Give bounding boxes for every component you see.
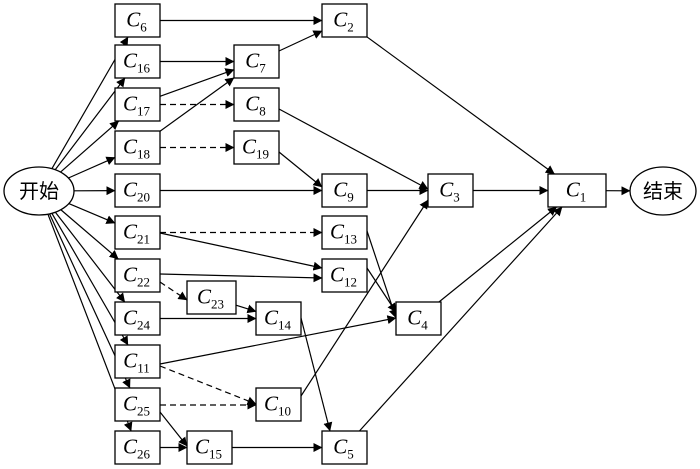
- node-c21-label: C21: [123, 220, 150, 247]
- node-c20-label: C20: [123, 178, 150, 205]
- edge-c19-to-c9: [278, 151, 323, 188]
- node-c12-label: C12: [330, 263, 357, 290]
- edge-c8-to-c3: [278, 108, 429, 190]
- node-c15-label: C15: [195, 435, 222, 462]
- edge-c22-to-c23: [159, 281, 188, 301]
- edge-c2-to-c1: [366, 36, 555, 175]
- node-c19: C19: [233, 130, 280, 165]
- edge-c18-to-c7: [159, 77, 235, 132]
- node-c26: C26: [114, 430, 161, 465]
- edge-start-to-c22: [60, 209, 119, 260]
- edge-c11-to-c4: [159, 315, 397, 365]
- node-c7-label: C7: [245, 49, 266, 76]
- edge-start-to-c18: [68, 156, 116, 179]
- node-c18: C18: [114, 130, 161, 165]
- edge-start-to-c17: [60, 120, 120, 173]
- node-c10: C10: [255, 387, 302, 422]
- node-c25-label: C25: [123, 392, 150, 419]
- edge-c21-to-c12: [159, 232, 323, 271]
- node-c4-label: C4: [407, 306, 428, 333]
- edge-c10-to-c3: [300, 199, 429, 397]
- node-c16: C16: [114, 44, 161, 79]
- node-c21: C21: [114, 215, 161, 250]
- node-c11-label: C11: [123, 349, 150, 376]
- node-c6: C6: [114, 3, 161, 38]
- edge-layer: [47, 16, 631, 452]
- edge-c25-to-c15: [159, 411, 188, 447]
- node-c18-label: C18: [123, 135, 150, 162]
- node-c13: C13: [321, 215, 368, 250]
- node-c8: C8: [233, 87, 280, 122]
- edge-start-to-c16: [54, 77, 126, 171]
- node-c12: C12: [321, 258, 368, 293]
- node-c10-label: C10: [264, 392, 291, 419]
- node-c2: C2: [321, 3, 368, 38]
- node-c2-label: C2: [333, 8, 354, 35]
- edge-c17-to-c7: [159, 68, 235, 97]
- node-c25: C25: [114, 387, 161, 422]
- node-c7: C7: [233, 44, 280, 79]
- node-c5-label: C5: [333, 435, 354, 462]
- node-c5: C5: [321, 430, 368, 465]
- node-c16-label: C16: [123, 49, 151, 76]
- node-c19-label: C19: [242, 135, 269, 162]
- node-c23-label: C23: [197, 285, 224, 312]
- node-c8-label: C8: [245, 92, 266, 119]
- node-c20: C20: [114, 173, 161, 208]
- node-c22-label: C22: [123, 263, 150, 290]
- edge-start-to-c24: [54, 211, 126, 303]
- edge-c4-to-c1: [438, 206, 557, 303]
- node-c24: C24: [114, 301, 161, 336]
- node-c9: C9: [321, 173, 368, 208]
- node-c24-label: C24: [123, 306, 151, 333]
- edge-c5-to-c1: [358, 206, 563, 432]
- edge-c23-to-c14: [235, 304, 257, 314]
- node-c26-label: C26: [123, 435, 151, 462]
- node-c4: C4: [395, 301, 442, 336]
- end-label: 结束: [643, 179, 683, 203]
- node-c3: C3: [427, 173, 474, 208]
- edge-c11-to-c10: [159, 365, 257, 406]
- start-node: 开始: [3, 166, 75, 216]
- node-c23: C23: [186, 280, 237, 315]
- node-c14-label: C14: [264, 306, 292, 333]
- edge-start-to-c21: [68, 203, 116, 224]
- node-c9-label: C9: [333, 178, 354, 205]
- edge-c7-to-c2: [278, 30, 323, 52]
- node-c17-label: C17: [123, 92, 151, 119]
- edge-c22-to-c12: [159, 273, 323, 283]
- end-node: 结束: [629, 166, 697, 216]
- node-c22: C22: [114, 258, 161, 293]
- node-c15: C15: [186, 430, 233, 465]
- node-c1-label: C1: [566, 178, 587, 205]
- node-c11: C11: [114, 344, 161, 379]
- node-c14: C14: [255, 301, 302, 336]
- node-c1: C1: [547, 173, 607, 208]
- node-c17: C17: [114, 87, 161, 122]
- edge-c12-to-c4: [366, 267, 397, 313]
- node-c13-label: C13: [330, 220, 357, 247]
- node-c3-label: C3: [439, 178, 460, 205]
- start-label: 开始: [19, 179, 59, 203]
- node-c6-label: C6: [126, 8, 147, 35]
